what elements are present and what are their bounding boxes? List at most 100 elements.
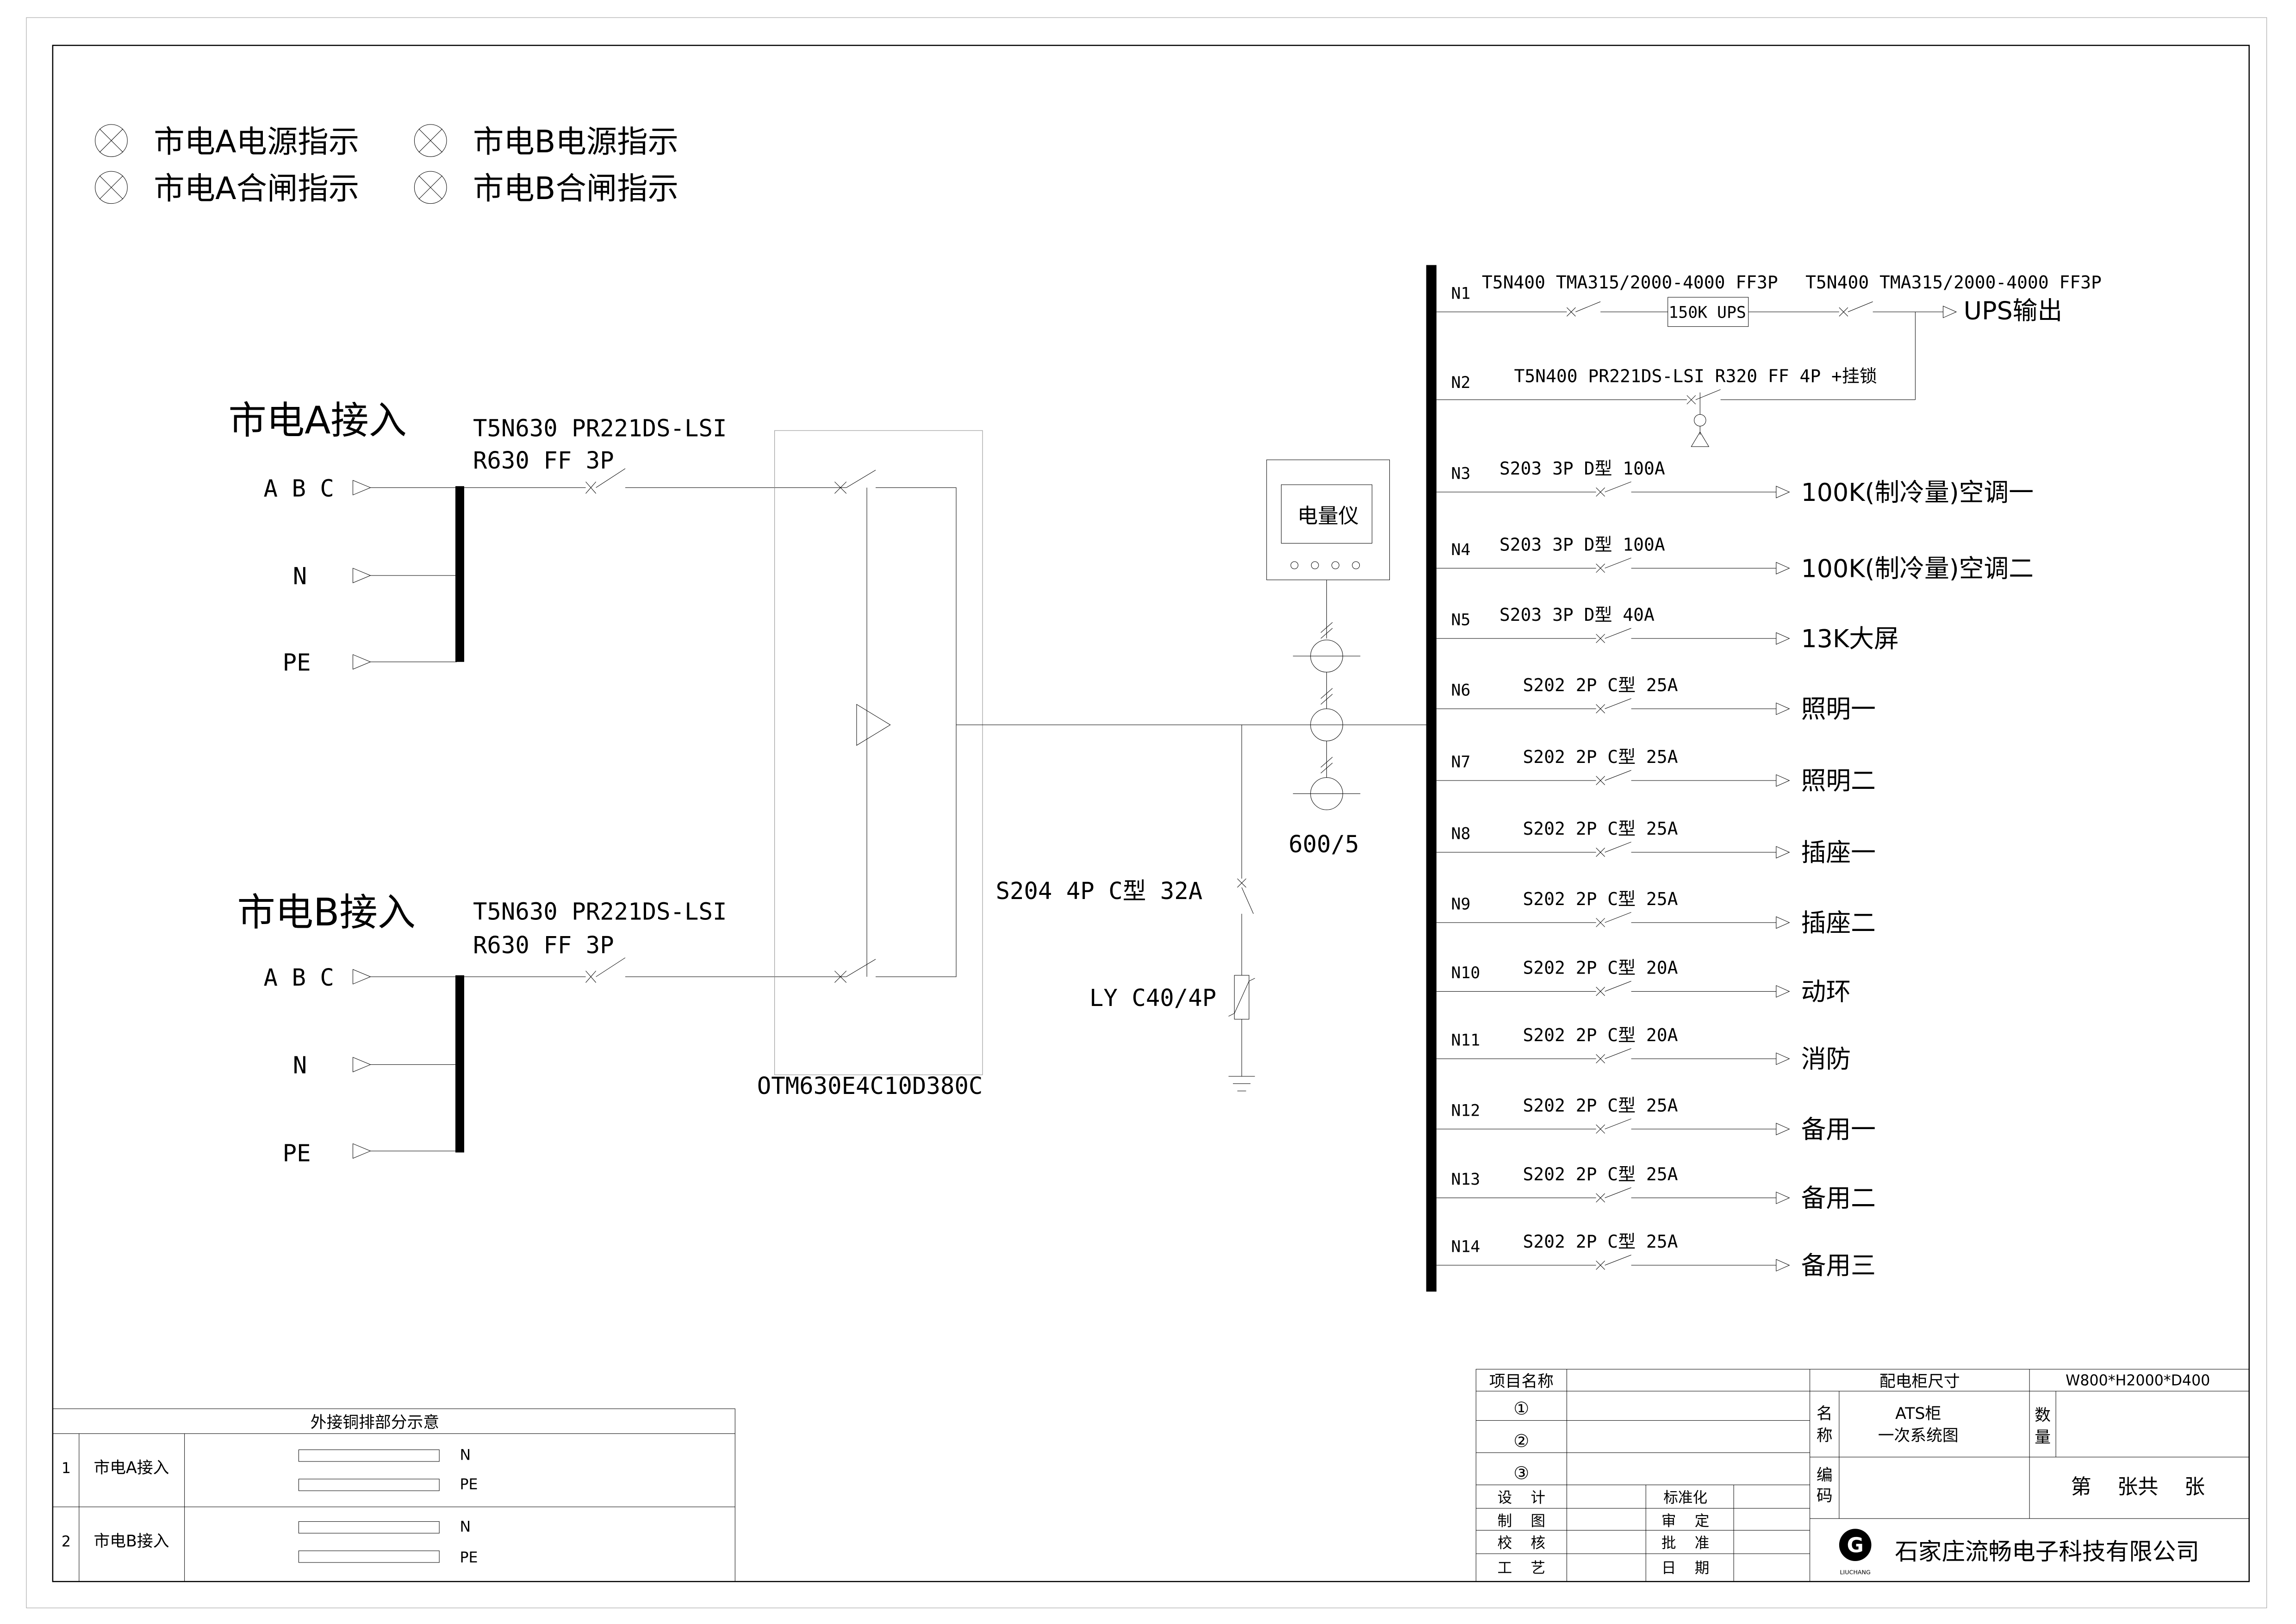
indicator-label: 市电B电源指示 <box>473 124 678 160</box>
busbar-row-no: 2 <box>62 1533 71 1550</box>
tb-sheet: 第 张共 张 <box>2071 1475 2205 1499</box>
feeder-load: 照明一 <box>1801 694 1876 724</box>
feeder-id: N7 <box>1451 753 1470 772</box>
phase-label-abc: A B C <box>264 964 334 991</box>
spd-breaker: S204 4P C型 32A <box>996 877 1202 905</box>
feeder-id: N1 <box>1451 284 1470 303</box>
ats-model: OTM630E4C10D380C <box>757 1072 983 1099</box>
breaker-contact-icon <box>1596 699 1631 713</box>
feeder-load: 消防 <box>1801 1044 1851 1074</box>
feeder-breaker: S202 2P C型 25A <box>1523 1164 1678 1185</box>
tb-cabinet-size: W800*H2000*D400 <box>2066 1372 2210 1389</box>
breaker-contact-icon <box>1596 842 1631 857</box>
feeder-id: N2 <box>1451 374 1470 392</box>
feeder-breaker: S202 2P C型 25A <box>1523 818 1678 839</box>
breaker-contact-icon <box>1596 1119 1631 1134</box>
feeder-id: N4 <box>1451 541 1470 559</box>
meter-display <box>1281 485 1372 543</box>
feeder-breaker: S202 2P C型 25A <box>1523 889 1678 909</box>
indicator-legend: 市电A电源指示 市电B电源指示 市电A合闸指示 市电B合闸指示 <box>95 124 678 206</box>
indicator-label: 市电A合闸指示 <box>154 170 359 206</box>
ct-ratio: 600/5 <box>1288 831 1359 858</box>
indicator-lamp-icon <box>95 171 128 204</box>
feeder-id: N6 <box>1451 681 1470 700</box>
feeder-wiring <box>1437 558 1790 574</box>
source-breaker-model: T5N630 PR221DS-LSI <box>473 898 727 925</box>
tb-item-1: ① <box>1513 1399 1529 1419</box>
output-arrow-icon <box>1776 986 1789 997</box>
busbar-bar <box>299 1551 439 1562</box>
feeder-load: 100K(制冷量)空调一 <box>1801 478 2034 507</box>
feeder-wiring <box>1437 1049 1790 1065</box>
outer-border <box>26 18 2267 1608</box>
feeder-load: 插座二 <box>1801 908 1876 937</box>
breaker-contact-icon <box>586 958 625 983</box>
feeder-load: 备用二 <box>1801 1183 1876 1212</box>
indicator-label: 市电A电源指示 <box>154 124 359 160</box>
tb-item-2: ② <box>1513 1430 1529 1451</box>
breaker-contact-icon <box>1596 558 1631 573</box>
output-arrow-icon <box>1776 775 1789 786</box>
feeder-breaker: S203 3P D型 100A <box>1500 458 1665 479</box>
indicator-lamp-icon <box>95 125 128 157</box>
feeder-breaker: S202 2P C型 20A <box>1523 958 1678 978</box>
feeder-breaker: S202 2P C型 20A <box>1523 1025 1678 1045</box>
feeder-wiring <box>1437 981 1790 997</box>
title-block <box>1476 1369 2249 1582</box>
busbar-row-name: 市电A接入 <box>93 1459 169 1477</box>
feeder-wiring <box>1437 1119 1790 1135</box>
source-title: 市电B接入 <box>237 891 416 935</box>
busbar-row-no: 1 <box>62 1460 71 1477</box>
indicator-label: 市电B合闸指示 <box>473 170 678 206</box>
feeder-wiring <box>1437 628 1790 644</box>
incoming-busbar <box>455 486 464 662</box>
breaker-contact-icon <box>1596 1049 1631 1063</box>
feeder-wiring <box>1437 699 1790 715</box>
tb-item-3: ③ <box>1513 1463 1529 1483</box>
feeder-breaker: T5N400 TMA315/2000-4000 FF3P <box>1482 272 1778 293</box>
feeder-wiring <box>1437 912 1790 929</box>
busbar-row-n: N <box>460 1519 471 1536</box>
output-arrow-icon <box>1776 1259 1789 1271</box>
feeder-breaker: S202 2P C型 25A <box>1523 675 1678 695</box>
indicator-lamp-icon <box>414 171 447 204</box>
feeder-row: N6 S202 2P C型 25A 照明一 <box>1437 675 1876 724</box>
feeder-load: 照明二 <box>1801 766 1876 795</box>
output-arrow-icon <box>1943 306 1956 318</box>
terminal-arrow-icon <box>353 568 371 583</box>
breaker-contact-icon <box>1596 770 1631 785</box>
source-breaker-rating: R630 FF 3P <box>473 931 614 959</box>
output-arrow-icon <box>1776 917 1789 928</box>
incoming-busbar <box>455 975 464 1153</box>
logo-text: LIUCHANG <box>1840 1568 1871 1575</box>
busbar-row-name: 市电B接入 <box>93 1532 169 1550</box>
breaker-contact-icon <box>586 468 625 493</box>
terminal-arrow-icon <box>353 1057 371 1072</box>
ups-label: 150K UPS <box>1668 303 1746 322</box>
tb-date: 日 期 <box>1661 1560 1709 1576</box>
terminal-arrow-icon <box>353 481 371 495</box>
tb-process: 工 艺 <box>1498 1560 1545 1576</box>
ats-enclosure <box>775 431 983 1075</box>
tb-name-label: 名 <box>1817 1405 1833 1423</box>
meter-label: 电量仪 <box>1297 504 1359 528</box>
output-arrow-icon <box>1776 562 1789 574</box>
feeder-wiring <box>1437 482 1790 498</box>
terminal-arrow-icon <box>353 969 371 984</box>
busbar-row-pe: PE <box>460 1549 478 1566</box>
feeder-id: N10 <box>1451 964 1480 982</box>
tb-check: 校 核 <box>1498 1535 1545 1552</box>
padlock-icon <box>1691 393 1709 447</box>
spd-arrester: LY C40/4P <box>1089 984 1216 1012</box>
feeder-load: 13K大屏 <box>1801 624 1899 653</box>
output-arrow-icon <box>1776 486 1789 498</box>
drawing-frame <box>53 45 2249 1581</box>
svg-text:G: G <box>1847 1534 1863 1557</box>
feeder-id: N9 <box>1451 895 1470 913</box>
feeder-wiring <box>1437 842 1790 858</box>
